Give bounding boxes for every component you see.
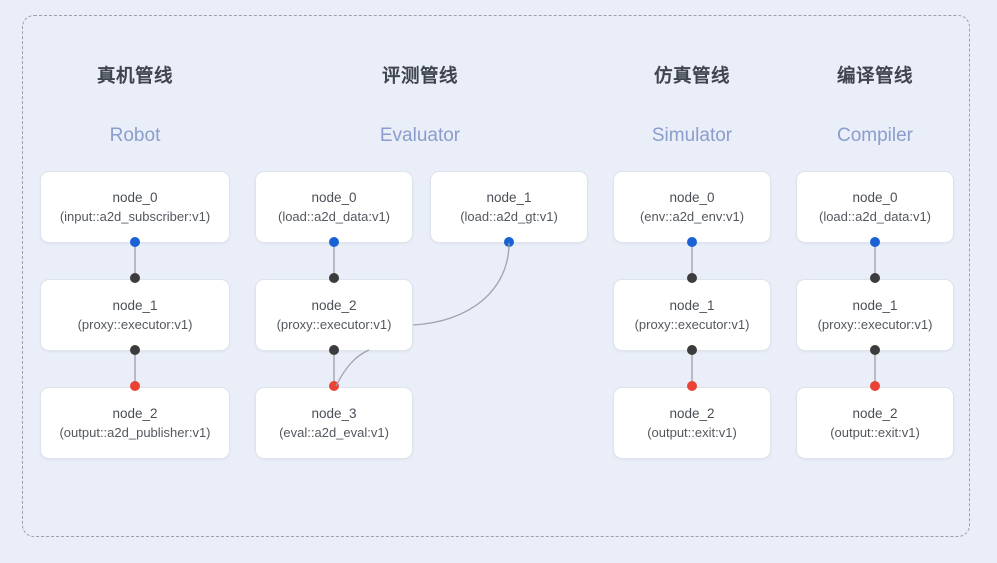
node-name: node_1: [112, 298, 158, 313]
node-box[interactable]: node_1 (proxy::executor:v1): [40, 279, 230, 351]
node-name: node_2: [112, 406, 158, 421]
port-output-blue[interactable]: [329, 237, 339, 247]
column-subtitle-robot: Robot: [109, 125, 161, 146]
pipeline-group-frame: [22, 15, 970, 537]
column-subtitle-compiler: Compiler: [836, 125, 914, 146]
node-name: node_1: [486, 190, 532, 205]
node-kind: (load::a2d_gt:v1): [460, 209, 558, 224]
column-title-evaluator: 评测管线: [381, 65, 458, 86]
node-name: node_3: [311, 406, 357, 421]
port-input-red[interactable]: [870, 381, 880, 391]
port-input-black[interactable]: [130, 273, 140, 283]
node-kind: (input::a2d_subscriber:v1): [59, 209, 211, 224]
node-kind: (output::exit:v1): [830, 425, 920, 440]
node-kind: (eval::a2d_eval:v1): [279, 425, 389, 440]
node-name: node_0: [852, 190, 898, 205]
port-input-red[interactable]: [130, 381, 140, 391]
node-kind: (output::exit:v1): [647, 425, 737, 440]
node-kind: (proxy::executor:v1): [276, 317, 392, 332]
port-output-black[interactable]: [130, 345, 140, 355]
column-title-simulator: 仿真管线: [653, 65, 730, 86]
edge-connector: [333, 350, 335, 387]
node-box[interactable]: node_0 (env::a2d_env:v1): [613, 171, 771, 243]
node-kind: (proxy::executor:v1): [77, 317, 193, 332]
node-box[interactable]: node_0 (input::a2d_subscriber:v1): [40, 171, 230, 243]
node-box[interactable]: node_2 (output::exit:v1): [796, 387, 954, 459]
port-output-blue[interactable]: [504, 237, 514, 247]
port-output-blue[interactable]: [870, 237, 880, 247]
node-box[interactable]: node_2 (output::a2d_publisher:v1): [40, 387, 230, 459]
node-box[interactable]: node_0 (load::a2d_data:v1): [255, 171, 413, 243]
node-name: node_1: [669, 298, 715, 313]
node-name: node_2: [852, 406, 898, 421]
port-output-black[interactable]: [870, 345, 880, 355]
node-kind: (env::a2d_env:v1): [639, 209, 745, 224]
port-output-black[interactable]: [329, 345, 339, 355]
node-name: node_0: [669, 190, 715, 205]
port-output-black[interactable]: [687, 345, 697, 355]
port-input-black[interactable]: [687, 273, 697, 283]
node-kind: (proxy::executor:v1): [817, 317, 933, 332]
column-title-compiler: 编译管线: [836, 65, 913, 86]
edge-connector: [134, 350, 136, 387]
node-kind: (proxy::executor:v1): [634, 317, 750, 332]
node-name: node_2: [669, 406, 715, 421]
node-name: node_0: [112, 190, 158, 205]
node-kind: (output::a2d_publisher:v1): [59, 425, 211, 440]
column-subtitle-simulator: Simulator: [651, 125, 733, 146]
port-input-black[interactable]: [329, 273, 339, 283]
node-kind: (load::a2d_data:v1): [818, 209, 932, 224]
edge-connector: [874, 242, 876, 279]
node-box[interactable]: node_1 (load::a2d_gt:v1): [430, 171, 588, 243]
edge-connector: [691, 350, 693, 387]
edge-connector: [134, 242, 136, 279]
node-box[interactable]: node_2 (proxy::executor:v1): [255, 279, 413, 351]
port-input-red[interactable]: [329, 381, 339, 391]
column-subtitle-evaluator: Evaluator: [379, 125, 461, 146]
node-kind: (load::a2d_data:v1): [277, 209, 391, 224]
node-name: node_1: [852, 298, 898, 313]
column-title-robot: 真机管线: [96, 65, 173, 86]
edge-connector: [333, 242, 335, 279]
node-name: node_0: [311, 190, 357, 205]
node-box[interactable]: node_2 (output::exit:v1): [613, 387, 771, 459]
edge-connector: [874, 350, 876, 387]
node-box[interactable]: node_3 (eval::a2d_eval:v1): [255, 387, 413, 459]
edge-connector: [691, 242, 693, 279]
port-input-red[interactable]: [687, 381, 697, 391]
node-box[interactable]: node_1 (proxy::executor:v1): [613, 279, 771, 351]
node-name: node_2: [311, 298, 357, 313]
node-box[interactable]: node_1 (proxy::executor:v1): [796, 279, 954, 351]
node-box[interactable]: node_0 (load::a2d_data:v1): [796, 171, 954, 243]
port-input-black[interactable]: [870, 273, 880, 283]
port-output-blue[interactable]: [130, 237, 140, 247]
port-output-blue[interactable]: [687, 237, 697, 247]
